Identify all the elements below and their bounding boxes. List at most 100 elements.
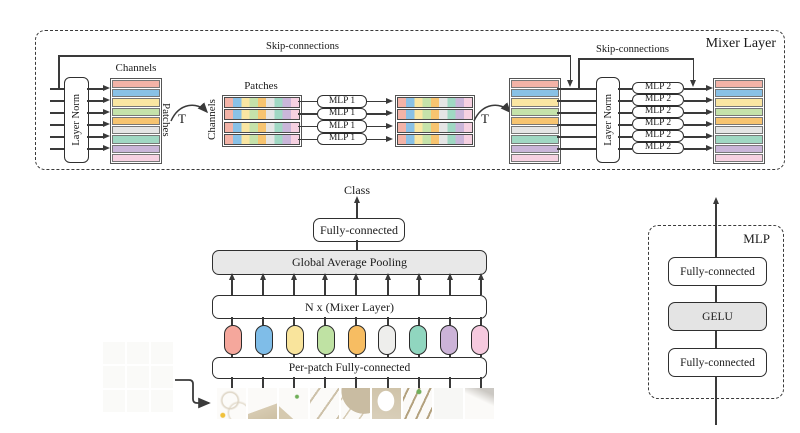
flow-line (367, 125, 386, 128)
flow-line (367, 113, 386, 115)
skip2-drop-line (692, 58, 694, 81)
skip-connections-label-1: Skip-connections (266, 41, 339, 52)
grid-row (112, 144, 160, 153)
grid-row (112, 89, 160, 98)
skip1-arrow-icon (566, 80, 573, 87)
grid-row (511, 126, 559, 135)
grid-channels-patches-2 (395, 95, 475, 147)
flow-line (618, 148, 632, 150)
arrow-icon (103, 85, 110, 91)
flow-line (449, 377, 451, 388)
mlp-block-title: MLP (743, 231, 770, 246)
grid-row (397, 109, 473, 121)
flow-line (298, 113, 317, 115)
grid-row (112, 116, 160, 126)
patch-token (378, 325, 397, 355)
grid-row (715, 126, 763, 135)
grid-row (397, 97, 473, 108)
grid-row (112, 135, 160, 144)
mixer-layer-title: Mixer Layer (705, 36, 776, 51)
image-patch-strip (217, 388, 494, 419)
skip-connections-label-2: Skip-connections (596, 44, 669, 55)
grid-row (715, 98, 763, 107)
flow-line (262, 276, 264, 295)
flow-line (418, 377, 420, 388)
mlp2-box: MLP 2 (632, 130, 684, 142)
grid-patches-channels-2 (509, 78, 561, 164)
arrow-icon (259, 273, 266, 280)
arrow-icon (706, 85, 713, 91)
grid-row (715, 89, 763, 98)
grid-row (224, 109, 300, 121)
mlp2-box: MLP 2 (632, 118, 684, 130)
mlp-gelu-box: GELU (668, 302, 767, 331)
input-image-cell (103, 366, 125, 388)
flow-line (557, 112, 596, 114)
arrow-icon (103, 145, 110, 151)
flow-line (231, 276, 233, 295)
layer-norm-2-box: Layer Norm (596, 77, 620, 163)
flow-line (293, 377, 295, 388)
patch-token (409, 325, 428, 355)
grid1-channels-label: Channels (115, 62, 157, 74)
skip2-tap-line (578, 58, 580, 88)
arrow-icon (384, 273, 391, 280)
grid-row (397, 134, 473, 145)
input-image-cell (127, 342, 149, 364)
global-average-pooling-label: Global Average Pooling (291, 255, 408, 269)
mlp-gelu-label: GELU (702, 310, 733, 323)
flow-line (298, 100, 317, 102)
patch-token (471, 325, 489, 355)
per-patch-fc-box: Per-patch Fully-connected (212, 357, 487, 379)
flow-line (449, 276, 451, 295)
flow-line (618, 124, 632, 126)
grid-row (224, 97, 300, 108)
arrow-icon (706, 133, 713, 139)
grid-row (224, 121, 300, 133)
mlp-block-box (648, 225, 784, 399)
flow-line (87, 124, 103, 126)
flow-line (87, 100, 103, 102)
flow-line (50, 124, 64, 126)
input-image-cell (151, 342, 173, 364)
arrow-icon (228, 273, 235, 280)
fully-connected-label: Fully-connected (320, 222, 398, 237)
image-to-patches-arrow-icon (175, 379, 211, 409)
grid-channels-patches-1 (222, 95, 302, 147)
flow-line (418, 276, 420, 295)
grid-row (511, 98, 559, 107)
grid-patches-channels-1 (110, 78, 162, 164)
arrow-icon (706, 109, 713, 115)
flow-line (324, 377, 326, 388)
flow-line (298, 125, 317, 128)
patch-token (440, 325, 459, 355)
flow-line (50, 148, 64, 150)
flow-line (618, 136, 632, 138)
grid-row (112, 98, 160, 107)
arrow-icon (103, 133, 110, 139)
flow-line (557, 88, 596, 90)
class-arrow-icon (353, 196, 360, 203)
image-patch (310, 388, 339, 419)
skip2-line (578, 58, 693, 60)
flow-line (684, 136, 706, 138)
transpose-2-arrow-icon (473, 102, 512, 122)
flow-line (87, 112, 103, 114)
patch-token (285, 325, 304, 355)
image-patch (465, 388, 494, 419)
grid-row (715, 144, 763, 153)
grid-row (112, 107, 160, 116)
flow-line (50, 88, 64, 90)
grid2-patches-label: Patches (244, 80, 278, 92)
flow-line (367, 100, 386, 102)
flow-line (387, 377, 389, 388)
arrow-icon (103, 97, 110, 103)
flow-line (557, 136, 596, 138)
patch-token (224, 325, 242, 355)
flow-line (387, 276, 389, 295)
grid1-patches-label: Patches (160, 103, 172, 137)
grid-output (713, 78, 765, 164)
global-average-pooling-box: Global Average Pooling (212, 250, 487, 275)
